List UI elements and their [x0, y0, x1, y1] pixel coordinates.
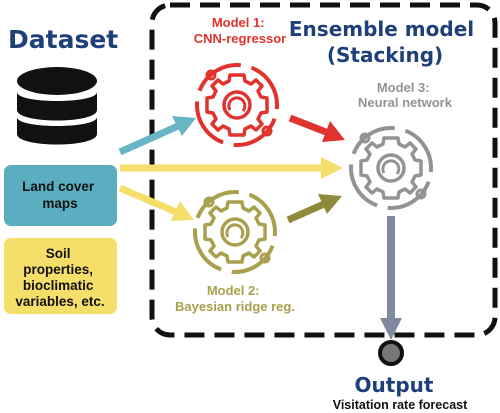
arrow-inputs-to-model3: [120, 157, 343, 179]
land-cover-label: Land cover maps: [22, 179, 98, 211]
database-icon: [17, 67, 97, 145]
model1-label: Model 1: CNN-regressor: [194, 15, 286, 46]
soil-properties-box: [4, 238, 117, 314]
ensemble-title: Ensemble model (Stacking): [289, 17, 481, 67]
arrow-model2-to-model3: [286, 194, 342, 224]
dataset-title: Dataset: [8, 25, 118, 54]
model2-label: Model 2: Bayesian ridge reg.: [175, 283, 295, 314]
model3-gear-icon: [337, 114, 445, 222]
ensemble-frame: [149, 2, 498, 338]
output-subtitle: Visitation rate forecast: [333, 398, 468, 412]
arrow-landcover-to-model1: [118, 116, 196, 156]
model2-gear-icon: [181, 178, 289, 286]
model1-gear-icon: [183, 51, 291, 159]
arrow-soil-to-model2: [118, 184, 194, 221]
arrow-model3-to-output: [380, 216, 402, 340]
land-cover-box: [4, 165, 117, 226]
output-title: Output: [355, 373, 434, 397]
output-node: [378, 340, 404, 366]
arrow-model1-to-model3: [288, 114, 345, 142]
model3-label: Model 3: Neural network: [358, 80, 453, 110]
soil-properties-label: Soil properties, bioclimatic variables, …: [15, 246, 104, 309]
